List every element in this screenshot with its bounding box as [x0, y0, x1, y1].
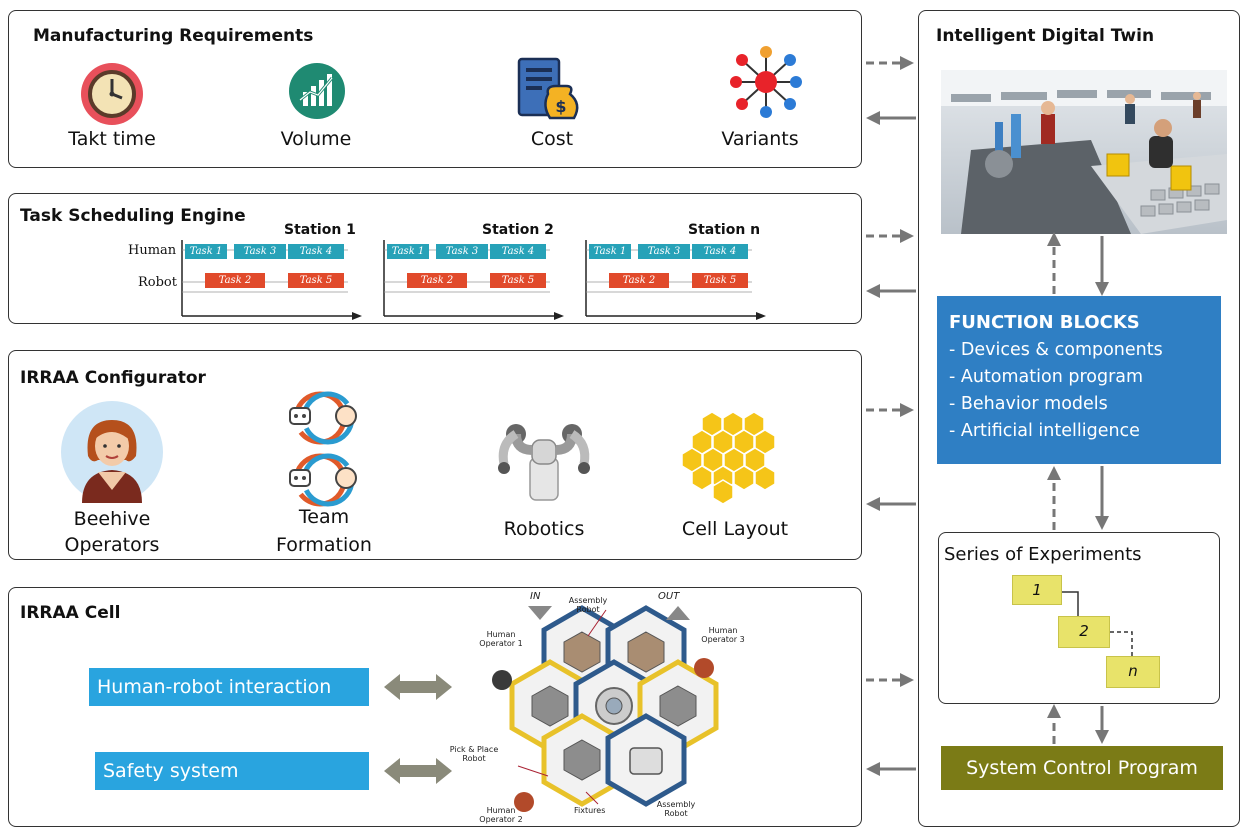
human-robot-interaction-box: Human-robot interaction — [89, 668, 369, 706]
function-blocks-heading: FUNCTION BLOCKS — [949, 312, 1140, 333]
svg-text:$: $ — [555, 97, 566, 116]
team-formation-label-1: Team — [298, 506, 350, 528]
variants-network-icon — [730, 46, 802, 118]
station-1-human-task-4: Task 4 — [288, 244, 344, 259]
takt-time-label: Takt time — [68, 128, 156, 150]
station-2-human-task-4: Task 4 — [490, 244, 546, 259]
function-block-behavior: - Behavior models — [949, 394, 1108, 414]
robotics-label: Robotics — [503, 518, 585, 540]
cell-label-human-operator-3: Human Operator 3 — [701, 626, 745, 644]
system-control-program-box: System Control Program — [941, 746, 1223, 790]
cell-label-human-operator-1: Human Operator 1 — [479, 630, 523, 648]
cell-label-fixtures: Fixtures — [574, 806, 606, 815]
cell-label-out: OUT — [658, 591, 680, 602]
station-1-robot-task-2: Task 2 — [205, 273, 265, 288]
volume-label: Volume — [280, 128, 352, 150]
safety-system-box: Safety system — [95, 752, 369, 790]
station-n-robot-task-2: Task 2 — [609, 273, 669, 288]
station-2-robot-task-2: Task 2 — [407, 273, 467, 288]
cell-label-assembly-robot-bottom: Assembly Robot — [656, 800, 696, 818]
variants-label: Variants — [721, 128, 799, 150]
cell-label-in: IN — [530, 591, 541, 602]
irraa-configurator-title: IRRAA Configurator — [20, 368, 206, 388]
digital-twin-title: Intelligent Digital Twin — [936, 26, 1155, 46]
experiment-step-n: n — [1106, 656, 1160, 688]
row-label-robot: Robot — [138, 275, 177, 290]
station-2-label: Station 2 — [482, 222, 554, 238]
station-2-human-task-1: Task 1 — [387, 244, 429, 259]
station-1-human-task-3: Task 3 — [234, 244, 286, 259]
chart-growth-icon — [289, 63, 345, 119]
function-block-devices: - Devices & components — [949, 340, 1163, 360]
station-n-label: Station n — [688, 222, 761, 238]
safety-double-arrow-icon — [384, 758, 452, 784]
station-2-robot-task-5: Task 5 — [490, 273, 546, 288]
beehive-operators-label-2: Operators — [64, 534, 160, 556]
cell-layout-label: Cell Layout — [681, 518, 789, 540]
interaction-double-arrow-icon — [384, 674, 452, 700]
cell-label-assembly-robot-top: Assembly Robot — [568, 596, 608, 614]
function-block-ai: - Artificial intelligence — [949, 421, 1140, 441]
beehive-operators-label-1: Beehive — [73, 508, 151, 530]
station-1-label: Station 1 — [284, 222, 356, 238]
cell-label-human-operator-2: Human Operator 2 — [479, 806, 523, 824]
function-block-automation: - Automation program — [949, 367, 1144, 387]
station-1-robot-task-5: Task 5 — [288, 273, 344, 288]
operator-avatar-icon — [61, 401, 163, 503]
dual-arm-robot-icon — [498, 424, 590, 501]
row-label-human: Human — [128, 243, 177, 258]
irraa-cell-layout-diagram — [492, 605, 719, 812]
clock-icon — [81, 63, 143, 125]
team-formation-icon — [289, 391, 357, 507]
cost-label: Cost — [530, 128, 574, 150]
function-blocks-box: FUNCTION BLOCKS - Devices & components -… — [937, 296, 1221, 464]
manufacturing-requirements-title: Manufacturing Requirements — [33, 26, 314, 46]
station-n-human-task-1: Task 1 — [589, 244, 631, 259]
station-2-human-task-3: Task 3 — [436, 244, 488, 259]
station-1-human-task-1: Task 1 — [185, 244, 227, 259]
experiment-step-2: 2 — [1058, 616, 1110, 648]
series-of-experiments-title: Series of Experiments — [944, 544, 1142, 565]
cell-label-pick-place-robot: Pick & Place Robot — [449, 745, 499, 763]
cost-invoice-icon: $ — [517, 57, 579, 120]
station-n-human-task-3: Task 3 — [638, 244, 690, 259]
manufacturing-requirements-panel — [8, 10, 862, 168]
station-n-human-task-4: Task 4 — [692, 244, 748, 259]
irraa-cell-title: IRRAA Cell — [20, 603, 121, 623]
task-scheduling-title: Task Scheduling Engine — [20, 206, 246, 226]
experiment-connectors — [1060, 591, 1133, 656]
team-formation-label-2: Formation — [276, 534, 372, 556]
station-n-robot-task-5: Task 5 — [692, 273, 748, 288]
factory-scene-illustration — [941, 70, 1227, 234]
experiment-step-1: 1 — [1012, 575, 1062, 605]
